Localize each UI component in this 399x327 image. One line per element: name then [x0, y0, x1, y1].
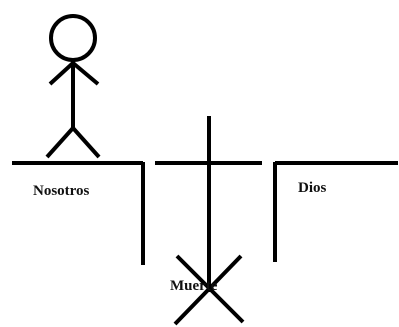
figure-left-arm: [50, 63, 73, 84]
figure-right-leg: [73, 128, 99, 157]
right-cliff: [275, 162, 398, 262]
figure-right-arm: [73, 63, 98, 84]
left-cliff: [12, 162, 143, 265]
stick-figure: [47, 16, 99, 157]
figure-head: [51, 16, 95, 60]
label-muerte: Muerte: [170, 279, 217, 294]
figure-left-leg: [47, 128, 73, 157]
label-nosotros: Nosotros: [33, 184, 89, 199]
label-dios: Dios: [298, 181, 326, 196]
cross-bridge: [155, 116, 262, 292]
